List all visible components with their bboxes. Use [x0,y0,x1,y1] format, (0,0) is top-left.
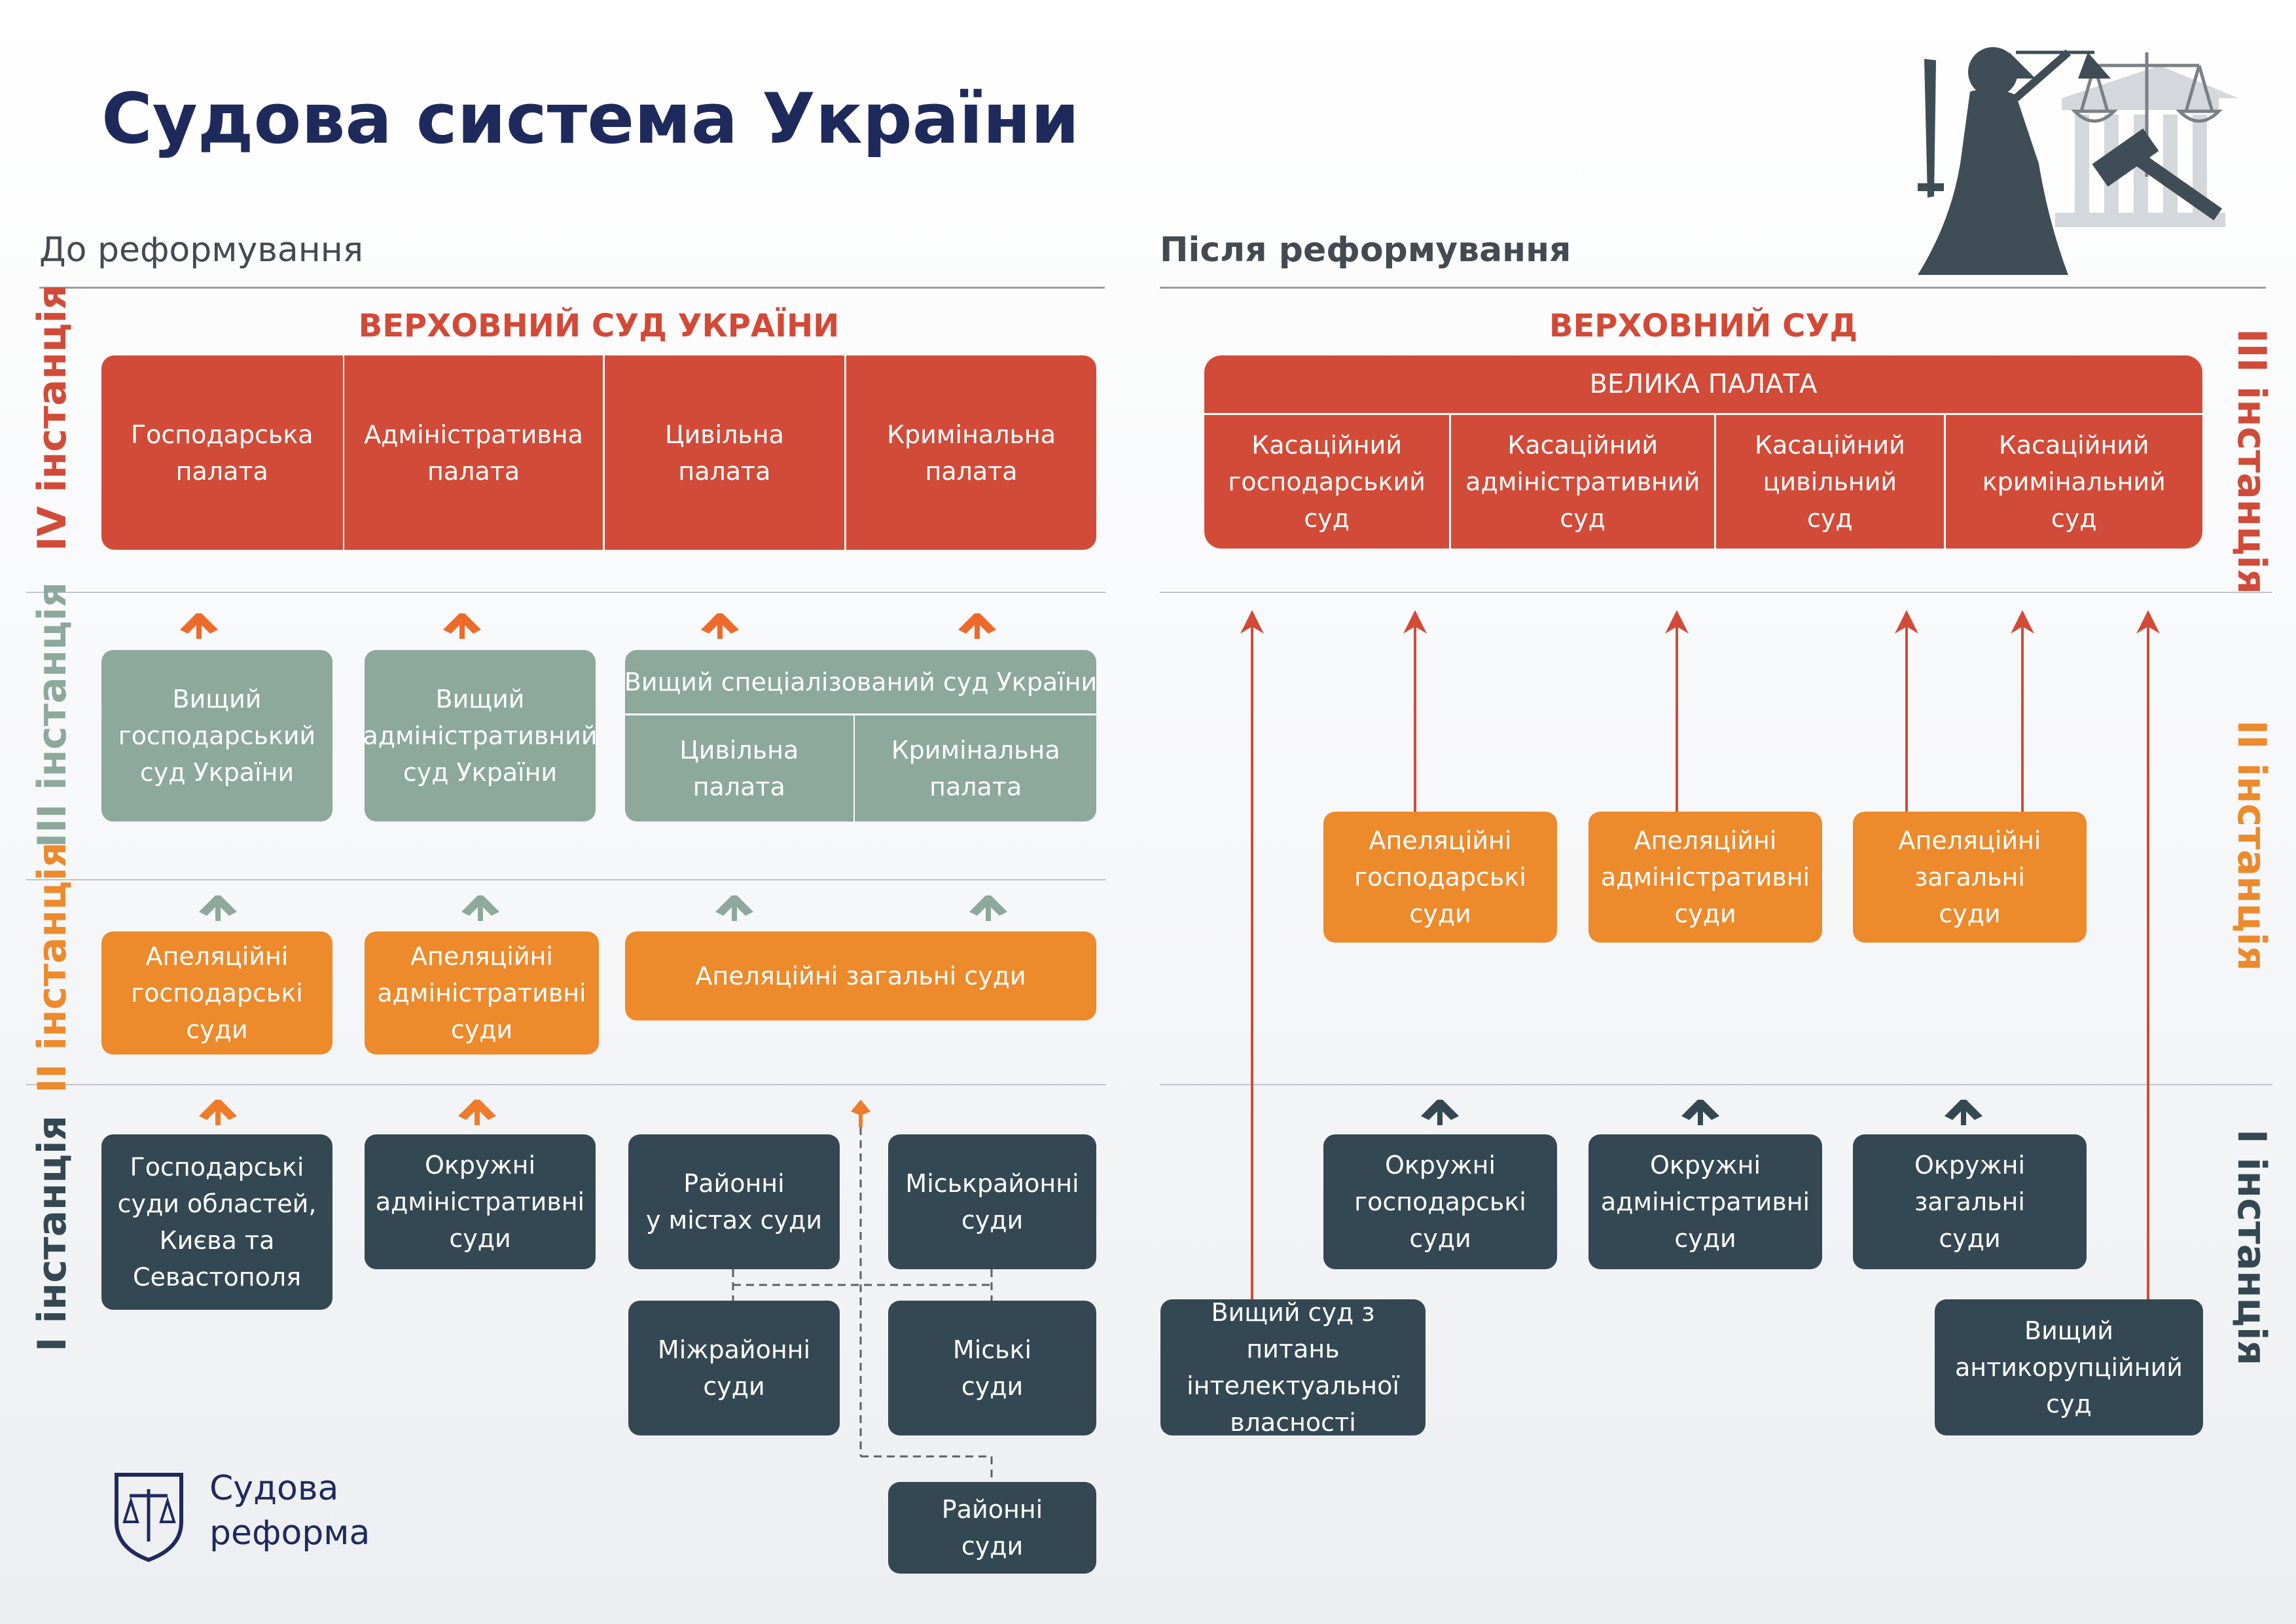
city-courts: Міські суди [888,1301,1096,1435]
specialized-civil-chamber: Цивільна палата [679,736,799,801]
arrows-to-cassation [1240,610,2160,1299]
arrow-up-icon [701,613,739,639]
chamber-administrative: Адміністративна палата [364,420,583,486]
logo-line: реформа [209,1513,370,1553]
district-administrative-courts: Окружні адміністративні суди [365,1134,596,1269]
city-district-courts: Міськрайонні суди [888,1134,1096,1269]
appeal-commercial-court: Апеляційні господарські суди [101,931,332,1055]
higher-specialized-court: Вищий спеціалізований суд України Цивіль… [625,650,1096,821]
cassation-administrative-court: Касаційний адміністративний суд [1465,431,1700,533]
separator [26,879,1106,880]
divider [602,355,605,550]
after-heading: Після реформування [1160,230,1571,270]
arrow-up-icon [199,1100,237,1125]
separator [26,1084,1106,1085]
before-supreme-title: ВЕРХОВНИЙ СУД УКРАЇНИ [358,308,840,344]
chamber-commercial: Господарська палата [130,420,314,486]
arrows-to-appeal [199,1100,496,1125]
appeal-general-court: Апеляційні загальні суди [1853,812,2087,943]
divider [1943,415,1946,549]
separator [1160,592,2272,593]
arrow-up-icon [180,613,218,639]
higher-administrative-court: Вищий адміністративний суд України [363,650,598,821]
separator [1160,1084,2272,1085]
logo-text: Судова реформа [209,1466,370,1555]
arrow-up-icon [958,613,996,639]
interdistrict-courts: Міжрайонні суди [628,1301,840,1435]
arrow-up-icon [1681,1100,1719,1125]
arrow-up-icon [461,895,499,921]
arrow-up-icon [969,895,1007,921]
district-courts: Районні суди [888,1482,1096,1574]
divider [625,713,1096,715]
logo-line: Судова [209,1469,339,1508]
cassation-civil-court: Касаційний цивільний суд [1754,431,1905,533]
specialized-court-title: Вищий спеціалізований суд України [625,667,1096,696]
justice-illustration [1918,47,2238,275]
divider [1204,413,2202,415]
cassation-commercial-court: Касаційний господарський суд [1228,431,1426,533]
appeal-administrative-court: Апеляційні адміністративні суди [1588,812,1822,943]
specialized-criminal-chamber: Кримінальна палата [891,736,1060,801]
district-general-court: Окружні загальні суди [1853,1134,2087,1269]
arrow-up-icon [199,895,237,921]
divider [342,355,345,550]
divider [844,355,847,550]
arrows-first-to-appeal [1421,1100,1982,1125]
district-administrative-court: Окружні адміністративні суди [1588,1134,1822,1269]
themis-icon [1918,47,2111,275]
before-heading: До реформування [39,230,364,270]
grand-chamber: ВЕЛИКА ПАЛАТА [1589,369,1818,399]
divider [1449,415,1452,549]
divider [1714,415,1717,549]
appeal-general-court: Апеляційні загальні суди [625,931,1096,1020]
commercial-regional-courts: Господарські суди областей, Києва та Сев… [101,1134,332,1310]
ip-high-court: Вищий суд з питань інтелектуальної власн… [1160,1298,1426,1437]
after-supreme-title: ВЕРХОВНИЙ СУД [1549,308,1858,344]
arrows-to-supreme [180,613,996,639]
arrow-up-icon [715,895,753,921]
courthouse-icon [2055,65,2238,227]
separator [26,592,1106,593]
appeal-commercial-court: Апеляційні господарські суди [1323,812,1557,943]
before-heading-rule [39,287,1105,289]
before-supreme-court: Господарська палата Адміністративна пала… [101,355,1096,550]
judicial-reform-logo-icon [115,1473,183,1562]
arrow-up-icon [1945,1100,1982,1125]
arrow-up-icon [851,1100,870,1127]
page-title: Судова система України [101,79,1080,159]
higher-commercial-court: Вищий господарський суд України [101,650,332,821]
chamber-civil: Цивільна палата [664,420,784,486]
arrow-up-icon [458,1100,496,1125]
appeal-administrative-court: Апеляційні адміністративні суди [365,931,599,1055]
district-commercial-court: Окружні господарські суди [1323,1134,1557,1269]
anticorruption-high-court: Вищий антикорупційний суд [1935,1299,2203,1435]
gavel-icon [2092,128,2223,221]
after-supreme-court: ВЕЛИКА ПАЛАТА Касаційний господарський с… [1204,355,2202,549]
general-courts-dashed-links [732,1100,993,1482]
chamber-criminal: Кримінальна палата [887,420,1056,486]
after-heading-rule [1160,287,2266,289]
divider [853,715,855,821]
cassation-criminal-court: Касаційний кримінальний суд [1982,431,2166,533]
arrows-to-higher [199,895,1007,921]
district-in-cities-courts: Районні у містах суди [628,1134,840,1269]
arrow-up-icon [443,613,481,639]
arrow-up-icon [1421,1100,1459,1125]
